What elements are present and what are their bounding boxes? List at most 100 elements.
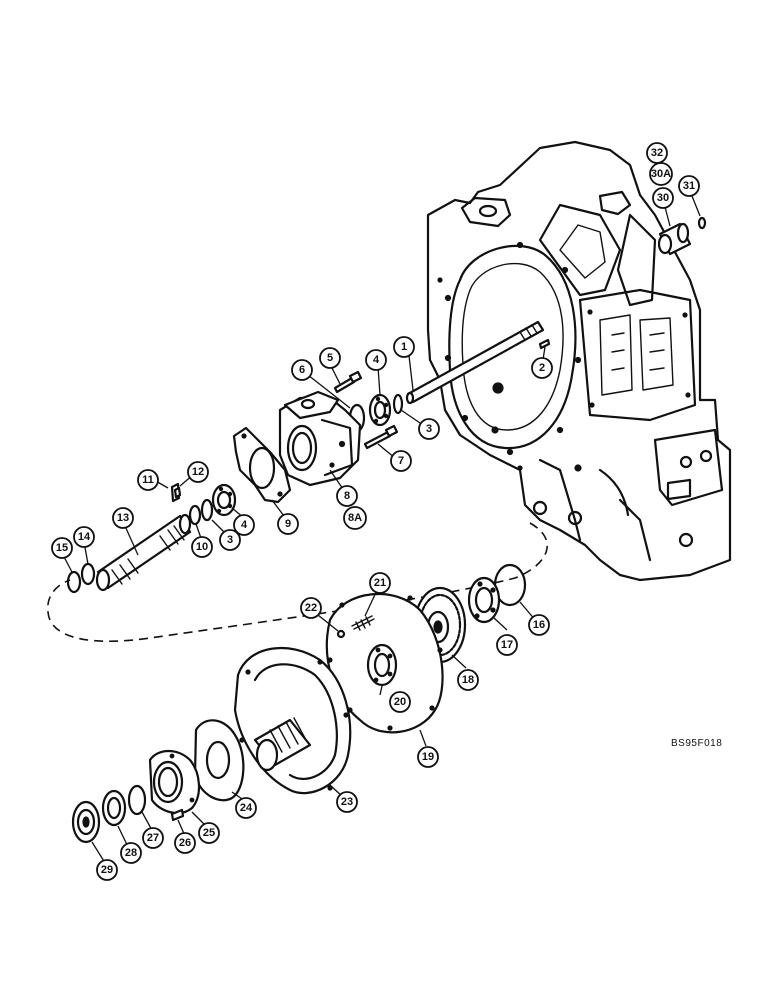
callout-14: 14 [73, 526, 95, 548]
callout-4-upper: 4 [365, 349, 387, 371]
callout-19: 19 [417, 746, 439, 768]
bearing-4-lower [211, 483, 237, 517]
svg-text:32: 32 [651, 147, 663, 159]
svg-text:15: 15 [56, 542, 68, 554]
callout-15: 15 [51, 537, 73, 559]
ring-31 [697, 216, 707, 230]
svg-text:16: 16 [533, 619, 545, 631]
seal-28 [101, 789, 127, 827]
svg-text:26: 26 [179, 837, 191, 849]
callout-27: 27 [142, 827, 164, 849]
svg-text:24: 24 [240, 802, 253, 814]
svg-text:18: 18 [462, 674, 474, 686]
svg-text:20: 20 [394, 696, 406, 708]
callout-11: 11 [137, 469, 159, 491]
callout-32: 32 [646, 142, 668, 164]
callout-31: 31 [678, 175, 700, 197]
drop-box-housing-23 [233, 646, 352, 795]
svg-text:3: 3 [426, 423, 432, 435]
snap-ring-3-upper [392, 393, 404, 415]
input-shaft [405, 320, 545, 405]
bearing-4-upper [368, 393, 392, 427]
svg-text:17: 17 [501, 639, 513, 651]
svg-text:30A: 30A [651, 168, 671, 180]
svg-text:21: 21 [374, 577, 386, 589]
callout-17: 17 [496, 634, 518, 656]
pin-12 [173, 486, 182, 499]
callout-28: 28 [120, 842, 142, 864]
ball-22 [336, 629, 346, 639]
svg-text:8: 8 [344, 490, 350, 502]
bolt-5 [333, 370, 363, 394]
snap-ring-3-lower [200, 498, 214, 522]
dashed-connection-line [46, 522, 548, 643]
callout-18: 18 [457, 669, 479, 691]
callout-5: 5 [319, 347, 341, 369]
callout-24: 24 [235, 797, 257, 819]
callout-3-lower: 3 [219, 529, 241, 551]
callout-3-upper: 3 [418, 418, 440, 440]
svg-text:22: 22 [305, 602, 317, 614]
svg-text:2: 2 [539, 362, 545, 374]
key-part-2 [538, 338, 551, 350]
ring-14 [80, 562, 96, 586]
seal-29 [71, 800, 101, 844]
svg-text:29: 29 [101, 864, 113, 876]
svg-text:8A: 8A [348, 512, 362, 524]
callout-23: 23 [336, 791, 358, 813]
pump-housing-8 [278, 390, 362, 487]
svg-text:14: 14 [78, 531, 91, 543]
callout-1: 1 [393, 336, 415, 358]
ring-15 [66, 570, 82, 594]
svg-text:28: 28 [125, 847, 137, 859]
callout-7: 7 [390, 450, 412, 472]
svg-text:4: 4 [241, 519, 248, 531]
svg-text:4: 4 [373, 354, 380, 366]
callout-8: 8 [336, 485, 358, 507]
pump-drive-shaft-13 [95, 513, 192, 592]
svg-text:11: 11 [142, 474, 154, 486]
callout-9: 9 [277, 513, 299, 535]
svg-text:13: 13 [117, 512, 129, 524]
bearing-20 [366, 643, 398, 687]
snap-ring-27 [127, 784, 147, 816]
svg-text:30: 30 [657, 192, 669, 204]
gasket-9 [232, 426, 292, 504]
transmission-housing [426, 140, 732, 582]
callout-16: 16 [528, 614, 550, 636]
bearing-17 [467, 576, 501, 624]
callout-13: 13 [112, 507, 134, 529]
bolt-26 [170, 808, 185, 822]
svg-text:5: 5 [327, 352, 333, 364]
callout-8a: 8A [343, 506, 367, 530]
callout-6: 6 [291, 359, 313, 381]
bolt-7 [363, 424, 399, 450]
drawing-code-label: BS95F018 [671, 738, 723, 749]
callout-30a: 30A [649, 162, 673, 186]
svg-text:9: 9 [285, 518, 291, 530]
callout-26: 26 [174, 832, 196, 854]
svg-text:1: 1 [401, 341, 407, 353]
callout-2: 2 [531, 357, 553, 379]
callout-4-lower: 4 [233, 514, 255, 536]
svg-text:7: 7 [398, 455, 404, 467]
bushing-30 [657, 222, 692, 256]
svg-text:25: 25 [203, 827, 215, 839]
callout-29: 29 [96, 859, 118, 881]
callout-25: 25 [198, 822, 220, 844]
seal-retainer-25 [148, 749, 200, 815]
seal-10 [188, 504, 202, 526]
callout-30: 30 [652, 187, 674, 209]
callout-22: 22 [300, 597, 322, 619]
svg-text:3: 3 [227, 534, 233, 546]
svg-text:10: 10 [196, 541, 208, 553]
spring-21 [351, 615, 375, 631]
svg-text:12: 12 [192, 466, 204, 478]
callout-10: 10 [191, 536, 213, 558]
svg-text:6: 6 [299, 364, 305, 376]
svg-text:27: 27 [147, 832, 159, 844]
svg-text:19: 19 [422, 751, 434, 763]
callout-12: 12 [187, 461, 209, 483]
